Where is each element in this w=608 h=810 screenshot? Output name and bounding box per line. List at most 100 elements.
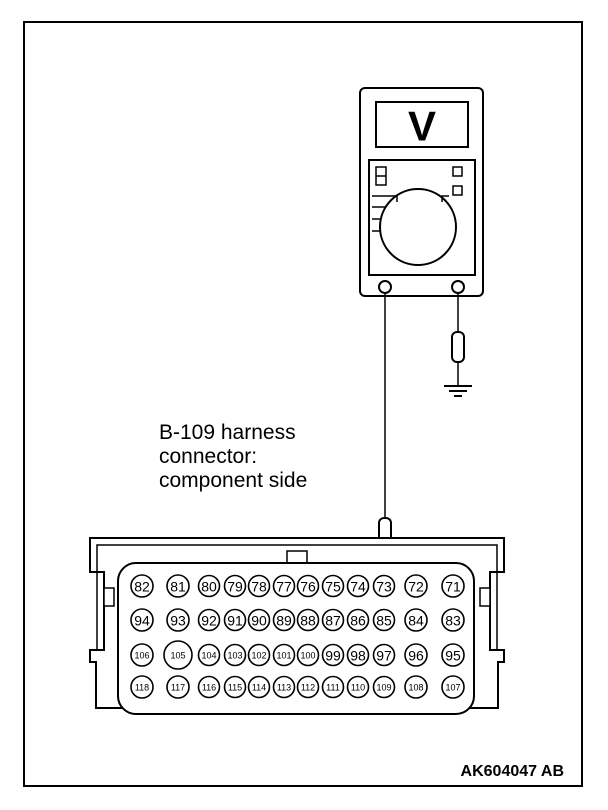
- connector-pin-label-78: 78: [251, 579, 267, 595]
- connector-pin-label-101: 101: [276, 651, 291, 661]
- connector-pin-label-85: 85: [376, 613, 392, 629]
- connector-pin-103: [223, 643, 247, 667]
- connector-pin-label-108: 108: [408, 683, 423, 693]
- connector-pin-label-77: 77: [276, 579, 292, 595]
- connector-pin-110: [346, 675, 370, 699]
- connector-pin-94: [130, 608, 154, 632]
- connector-pin-label-82: 82: [134, 579, 150, 595]
- right-latch: [479, 587, 491, 607]
- connector-pin-label-93: 93: [170, 613, 186, 629]
- connector-pin-114: [247, 675, 271, 699]
- connector-pin-113: [272, 675, 296, 699]
- connector-pin-86: [346, 608, 370, 632]
- connector-pin-82: [130, 574, 154, 598]
- connector-pin-label-98: 98: [350, 648, 366, 664]
- connector-pin-109: [372, 675, 396, 699]
- connector-pin-101: [272, 643, 296, 667]
- connector-pin-100: [296, 643, 320, 667]
- connector-pin-71: [441, 574, 465, 598]
- connector-label-line-2: connector:: [159, 445, 258, 468]
- connector-pin-117: [166, 675, 190, 699]
- connector-pin-label-118: 118: [135, 683, 149, 693]
- voltmeter-display-symbol: V: [408, 103, 436, 150]
- connector-pin-111: [321, 675, 345, 699]
- connector-pin-label-76: 76: [300, 579, 316, 595]
- connector-pin-91: [223, 608, 247, 632]
- hold-button-icon: [452, 185, 463, 196]
- connector-pin-73: [372, 574, 396, 598]
- connector-pin-label-74: 74: [350, 579, 366, 595]
- range-button-icon: [452, 166, 463, 177]
- connector-pin-label-112: 112: [301, 683, 315, 693]
- volt-jack-icon: [451, 280, 465, 294]
- connector-pin-77: [272, 574, 296, 598]
- connector-pin-80: [197, 574, 221, 598]
- connector-pin-99: [321, 643, 345, 667]
- connector-pin-76: [296, 574, 320, 598]
- connector-pin-label-117: 117: [171, 683, 185, 693]
- connector-pin-label-86: 86: [350, 613, 366, 629]
- connector-pin-label-107: 107: [445, 683, 460, 693]
- com-jack-icon: [378, 280, 392, 294]
- connector-pin-96: [404, 643, 428, 667]
- connector-label-line-1: B-109 harness: [159, 421, 296, 444]
- connector-pin-label-81: 81: [170, 579, 186, 595]
- connector-pin-108: [404, 675, 428, 699]
- connector-pin-74: [346, 574, 370, 598]
- connector-pin-label-91: 91: [227, 613, 243, 629]
- connector-pin-label-89: 89: [276, 613, 292, 629]
- connector-pin-106: [130, 643, 154, 667]
- connector-pin-98: [346, 643, 370, 667]
- connector-pin-104: [197, 643, 221, 667]
- connector-pin-label-84: 84: [408, 613, 424, 629]
- connector-pin-label-92: 92: [201, 613, 217, 629]
- connector-pin-87: [321, 608, 345, 632]
- connector-pin-label-100: 100: [300, 651, 315, 661]
- connector-pin-85: [372, 608, 396, 632]
- connector-pin-84: [404, 608, 428, 632]
- connector-pin-label-105: 105: [170, 651, 185, 661]
- connector-pin-label-116: 116: [202, 683, 216, 693]
- voltmeter-display: [375, 101, 469, 148]
- connector-pin-label-88: 88: [300, 613, 316, 629]
- connector-pin-97: [372, 643, 396, 667]
- connector-pin-label-71: 71: [445, 579, 461, 595]
- connector-pin-label-99: 99: [325, 648, 341, 664]
- connector-pin-label-97: 97: [376, 648, 392, 664]
- connector-pin-label-95: 95: [445, 648, 461, 664]
- figure-id: AK604047 AB: [460, 763, 564, 780]
- connector-pin-label-104: 104: [201, 651, 216, 661]
- connector-pin-label-83: 83: [445, 613, 461, 629]
- connector-pin-label-110: 110: [351, 683, 365, 693]
- connector-pin-label-103: 103: [227, 651, 242, 661]
- connector-pin-92: [197, 608, 221, 632]
- connector-pin-label-72: 72: [408, 579, 424, 595]
- connector-pin-83: [441, 608, 465, 632]
- connector-pin-label-114: 114: [252, 683, 266, 693]
- connector-pin-label-96: 96: [408, 648, 424, 664]
- connector-pin-107: [441, 675, 465, 699]
- connector-pin-115: [223, 675, 247, 699]
- ground-lead: [444, 293, 472, 397]
- rotary-dial-icon: [379, 188, 457, 266]
- connector-pin-95: [441, 643, 465, 667]
- connector-pin-label-75: 75: [325, 579, 341, 595]
- left-latch: [103, 587, 115, 607]
- connector-pin-93: [166, 608, 190, 632]
- connector-pin-label-102: 102: [251, 651, 266, 661]
- connector-pin-label-106: 106: [134, 651, 149, 661]
- connector-pin-78: [247, 574, 271, 598]
- connector-pin-label-90: 90: [251, 613, 267, 629]
- connector-pin-116: [197, 675, 221, 699]
- connector-key: [286, 550, 308, 564]
- connector-label-line-3: component side: [159, 469, 308, 492]
- connector-pin-label-113: 113: [277, 683, 291, 693]
- connector-pin-79: [223, 574, 247, 598]
- voltmeter: V: [359, 87, 484, 297]
- connector-pin-81: [166, 574, 190, 598]
- diagram-frame: [23, 21, 583, 787]
- connector-pin-89: [272, 608, 296, 632]
- connector-pin-88: [296, 608, 320, 632]
